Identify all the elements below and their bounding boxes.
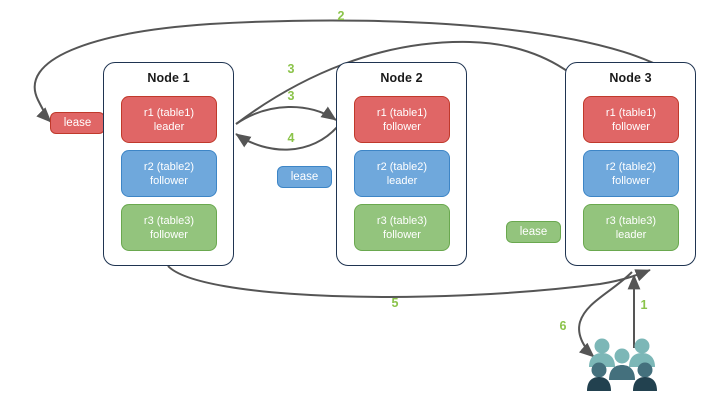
replica-name: r1 (table1) [605, 106, 657, 119]
node-title: Node 1 [147, 71, 190, 85]
replica-node1-r1[interactable]: r1 (table1) leader [121, 96, 217, 143]
node-title: Node 3 [609, 71, 652, 85]
replica-name: r1 (table1) [143, 106, 195, 119]
step-label-5: 5 [391, 296, 399, 310]
node-box-node2[interactable]: Node 2 r1 (table1) follower r2 (table2) … [336, 62, 467, 266]
replica-name: r2 (table2) [605, 160, 657, 173]
edge-step-3-node2 [235, 105, 337, 125]
replica-node2-r3[interactable]: r3 (table3) follower [354, 204, 450, 251]
replica-role: follower [150, 228, 188, 241]
replica-role: follower [383, 120, 421, 133]
replica-node3-r2[interactable]: r2 (table2) follower [583, 150, 679, 197]
step-label-3a: 3 [287, 62, 295, 76]
replica-name: r3 (table3) [376, 214, 428, 227]
replica-name: r1 (table1) [376, 106, 428, 119]
edge-step-5 [167, 265, 651, 298]
replica-role: follower [150, 174, 188, 187]
step-label-2: 2 [337, 9, 345, 23]
lease-label: lease [519, 226, 548, 238]
step-label-6: 6 [559, 319, 567, 333]
replica-node3-r1[interactable]: r1 (table1) follower [583, 96, 679, 143]
lease-label: lease [63, 117, 92, 129]
replica-name: r3 (table3) [605, 214, 657, 227]
replica-name: r2 (table2) [143, 160, 195, 173]
replica-role: follower [612, 120, 650, 133]
replica-name: r2 (table2) [376, 160, 428, 173]
lease-label: lease [290, 171, 319, 183]
node-box-node3[interactable]: Node 3 r1 (table1) follower r2 (table2) … [565, 62, 696, 266]
step-label-1: 1 [640, 298, 648, 312]
replica-role: leader [386, 174, 418, 187]
replica-role: follower [612, 174, 650, 187]
replica-name: r3 (table3) [143, 214, 195, 227]
replica-role: leader [153, 120, 185, 133]
replica-role: follower [383, 228, 421, 241]
lease-badge-r1[interactable]: lease [50, 112, 105, 134]
users-group-icon [587, 338, 657, 391]
step-label-3b: 3 [287, 89, 295, 103]
replica-node2-r1[interactable]: r1 (table1) follower [354, 96, 450, 143]
lease-badge-r3[interactable]: lease [506, 221, 561, 243]
replica-node3-r3[interactable]: r3 (table3) leader [583, 204, 679, 251]
replica-node1-r3[interactable]: r3 (table3) follower [121, 204, 217, 251]
replica-node1-r2[interactable]: r2 (table2) follower [121, 150, 217, 197]
lease-badge-r2[interactable]: lease [277, 166, 332, 188]
replica-role: leader [615, 228, 647, 241]
node-box-node1[interactable]: Node 1 r1 (table1) leader r2 (table2) fo… [103, 62, 234, 266]
step-label-4: 4 [287, 131, 295, 145]
replica-node2-r2[interactable]: r2 (table2) leader [354, 150, 450, 197]
node-title: Node 2 [380, 71, 423, 85]
